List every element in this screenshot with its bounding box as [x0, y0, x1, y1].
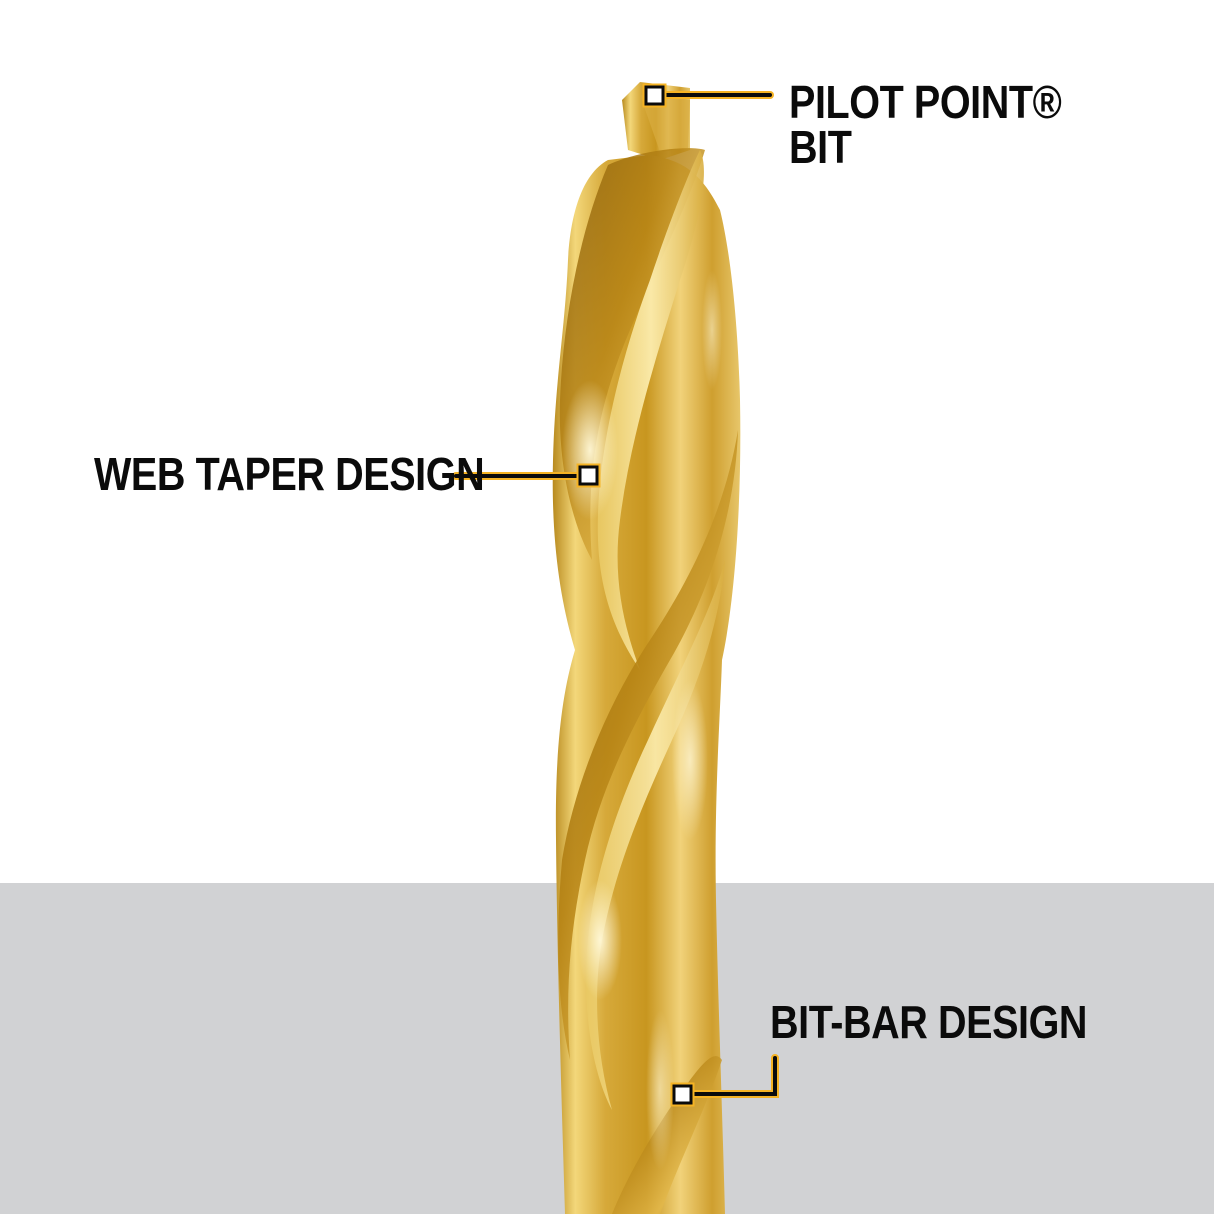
web-taper-label: WEB TAPER DESIGN	[94, 448, 485, 500]
pilot-point-label: PILOT POINT® BIT	[789, 76, 1062, 174]
bit-bar-label: BIT-BAR DESIGN	[770, 996, 1088, 1048]
pilot-point-label-line2: BIT	[789, 121, 852, 174]
pilot-point-label-line1: PILOT POINT®	[789, 76, 1062, 128]
